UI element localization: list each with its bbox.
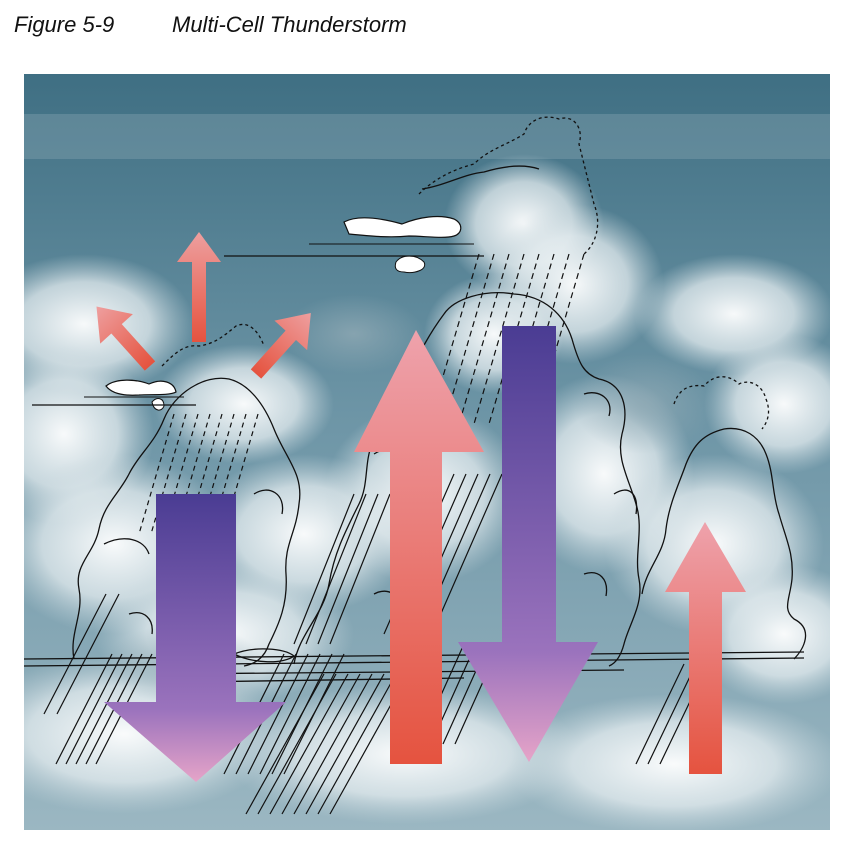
- figure-caption: Figure 5-9 Multi-Cell Thunderstorm: [14, 12, 407, 38]
- outflow-arrow-right: [250, 313, 311, 379]
- outflow-arrow-up: [177, 232, 221, 342]
- figure-title: Multi-Cell Thunderstorm: [172, 12, 407, 37]
- updraft-arrow-center: [354, 330, 484, 764]
- updraft-arrow-right: [665, 522, 746, 774]
- thunderstorm-illustration: [24, 74, 830, 830]
- right-cell-outline: [641, 376, 807, 660]
- diagram-canvas: [24, 74, 830, 830]
- figure-number: Figure 5-9: [14, 12, 115, 37]
- downdraft-arrow-left: [104, 494, 286, 782]
- left-cell-rain-dashes: [138, 413, 259, 535]
- left-anvil-cloud: [32, 379, 196, 411]
- outflow-arrow-left: [96, 306, 156, 371]
- central-anvil-cloud: [224, 215, 484, 273]
- left-cell-outline: [72, 323, 301, 667]
- outflow-arrows: [96, 232, 311, 379]
- downdraft-arrow-center: [458, 326, 598, 762]
